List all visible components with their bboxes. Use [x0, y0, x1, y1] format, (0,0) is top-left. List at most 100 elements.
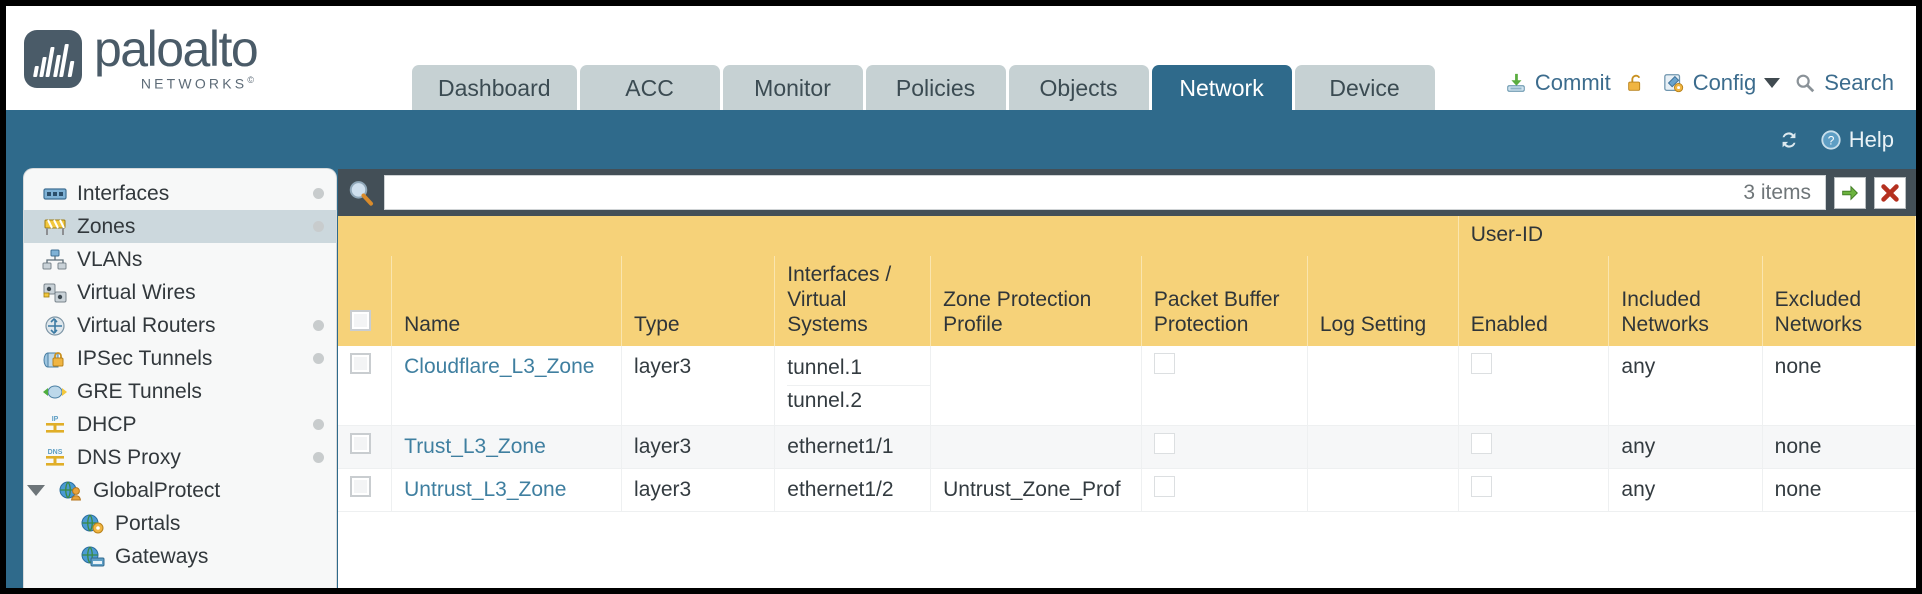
packet-buffer-checkbox[interactable]	[1153, 476, 1175, 497]
cell-type: layer3	[621, 468, 776, 512]
sidebar-label-virtual-routers: Virtual Routers	[77, 313, 216, 337]
row-checkbox[interactable]	[350, 476, 371, 497]
sidebar-item-globalprotect[interactable]: GlobalProtect	[24, 474, 336, 507]
table-header-row: Name Type Interfaces / Virtual Systems Z…	[338, 256, 1916, 346]
zone-name-link[interactable]: Cloudflare_L3_Zone	[404, 355, 595, 378]
cell-zone-protection-profile	[930, 346, 1142, 426]
refresh-button[interactable]	[1776, 129, 1802, 151]
tab-device[interactable]: Device	[1294, 65, 1435, 110]
cell-log-setting	[1307, 346, 1459, 426]
help-button[interactable]: ? Help	[1818, 127, 1894, 153]
row-checkbox[interactable]	[350, 433, 371, 454]
sidebar-status-dot	[313, 188, 324, 199]
userid-enabled-checkbox[interactable]	[1470, 353, 1492, 374]
lock-button[interactable]	[1623, 72, 1649, 94]
column-header-name[interactable]: Name	[391, 256, 623, 346]
gre-tunnels-icon	[43, 385, 67, 398]
commit-label: Commit	[1534, 70, 1611, 95]
top-bar: paloalto NETWORKS© Dashboard ACC Monitor…	[6, 6, 1916, 110]
commit-save-icon	[1507, 73, 1525, 92]
column-header-packet-buffer-protection[interactable]: Packet Buffer Protection	[1141, 256, 1308, 346]
userid-enabled-checkbox[interactable]	[1470, 433, 1492, 454]
cell-name: Untrust_L3_Zone	[391, 468, 623, 512]
column-header-zone-protection-profile[interactable]: Zone Protection Profile	[930, 256, 1142, 346]
tab-acc[interactable]: ACC	[579, 65, 720, 110]
interface-entry: tunnel.1	[787, 353, 931, 386]
sidebar-item-gre-tunnels[interactable]: GRE Tunnels	[24, 375, 336, 408]
userid-enabled-checkbox[interactable]	[1470, 476, 1492, 497]
cell-userid-enabled	[1458, 425, 1610, 469]
select-all-checkbox[interactable]	[350, 310, 371, 331]
brand-logo: paloalto NETWORKS©	[6, 24, 406, 110]
virtual-routers-icon	[45, 315, 65, 336]
tab-policies[interactable]: Policies	[865, 65, 1006, 110]
cell-interfaces: ethernet1/2	[774, 468, 932, 512]
dns-proxy-icon: DNS	[46, 449, 64, 466]
sidebar-item-ipsec-tunnels[interactable]: IPSec Tunnels	[24, 342, 336, 375]
search-label: Search	[1824, 70, 1894, 95]
sidebar-label-interfaces: Interfaces	[77, 181, 170, 205]
column-header-type[interactable]: Type	[621, 256, 776, 346]
tab-dashboard[interactable]: Dashboard	[412, 65, 577, 110]
group-header-spacer	[338, 216, 1459, 256]
items-count-label: 3 items	[1743, 180, 1811, 204]
content-area: Interfaces Zones	[6, 169, 1916, 588]
sidebar-item-vlans[interactable]: VLANs	[24, 243, 336, 276]
column-header-log-setting[interactable]: Log Setting	[1307, 256, 1459, 346]
expand-collapse-triangle-icon[interactable]	[27, 485, 45, 496]
sidebar-item-gateways[interactable]: Gateways	[24, 540, 336, 573]
help-question-icon: ?	[1821, 129, 1841, 150]
column-header-enabled[interactable]: Enabled	[1458, 256, 1610, 346]
sidebar-label-dns-proxy: DNS Proxy	[77, 445, 181, 469]
tab-monitor[interactable]: Monitor	[722, 65, 863, 110]
column-header-included-networks[interactable]: Included Networks	[1608, 256, 1763, 346]
table-row[interactable]: Trust_L3_Zone layer3 ethernet1/1 any non…	[338, 425, 1916, 469]
row-checkbox[interactable]	[350, 353, 371, 374]
commit-button[interactable]: Commit	[1503, 70, 1611, 96]
config-wrench-icon	[1663, 74, 1683, 93]
tab-network[interactable]: Network	[1151, 65, 1292, 110]
sidebar-item-zones[interactable]: Zones	[24, 210, 336, 243]
packet-buffer-checkbox[interactable]	[1153, 353, 1175, 374]
apply-filter-button[interactable]	[1834, 176, 1866, 209]
search-input[interactable]: 3 items	[384, 175, 1826, 210]
help-label: Help	[1848, 126, 1894, 152]
cell-userid-enabled	[1458, 346, 1610, 426]
row-select-cell	[338, 346, 393, 426]
top-right-actions: Commit Config	[1503, 70, 1916, 110]
cell-type: layer3	[621, 425, 776, 469]
sidebar-label-globalprotect: GlobalProtect	[93, 478, 221, 502]
apply-arrow-icon	[1842, 184, 1858, 201]
sidebar-item-interfaces[interactable]: Interfaces	[24, 177, 336, 210]
packet-buffer-checkbox[interactable]	[1153, 433, 1175, 454]
zone-name-link[interactable]: Untrust_L3_Zone	[404, 478, 567, 501]
sidebar-status-dot	[313, 419, 324, 430]
table-group-header-row: User-ID	[338, 216, 1916, 256]
table-row[interactable]: Cloudflare_L3_Zone layer3 tunnel.1 tunne…	[338, 346, 1916, 426]
tab-objects[interactable]: Objects	[1008, 65, 1149, 110]
paloalto-bars-logo-icon	[24, 29, 82, 88]
column-header-excluded-networks[interactable]: Excluded Networks	[1762, 256, 1916, 346]
sidebar-item-virtual-wires[interactable]: Virtual Wires	[24, 276, 336, 309]
sidebar-item-dns-proxy[interactable]: DNS DNS Proxy	[24, 441, 336, 474]
sidebar-item-virtual-routers[interactable]: Virtual Routers	[24, 309, 336, 342]
clear-filter-button[interactable]	[1874, 176, 1906, 209]
cell-packet-buffer-protection	[1141, 346, 1308, 426]
search-magnifier-icon[interactable]	[346, 178, 376, 208]
column-header-interfaces[interactable]: Interfaces / Virtual Systems	[774, 256, 932, 346]
zone-name-link[interactable]: Trust_L3_Zone	[404, 435, 546, 458]
cell-included-networks: any	[1608, 468, 1763, 512]
sidebar-label-portals: Portals	[115, 511, 181, 535]
sidebar-item-dhcp[interactable]: IP DHCP	[24, 408, 336, 441]
config-menu[interactable]: Config	[1661, 70, 1781, 96]
sub-header-bar: ? Help	[6, 110, 1916, 169]
search-button[interactable]: Search	[1792, 70, 1894, 96]
zones-table: User-ID Name Type Interfaces / Virtual S…	[338, 216, 1916, 512]
sidebar-label-dhcp: DHCP	[77, 412, 137, 436]
main-nav-tabs: Dashboard ACC Monitor Policies Objects N…	[412, 65, 1435, 110]
sidebar-label-zones: Zones	[77, 214, 136, 238]
sidebar-item-portals[interactable]: Portals	[24, 507, 336, 540]
table-row[interactable]: Untrust_L3_Zone layer3 ethernet1/2 Untru…	[338, 468, 1916, 512]
sidebar-status-dot	[313, 452, 324, 463]
